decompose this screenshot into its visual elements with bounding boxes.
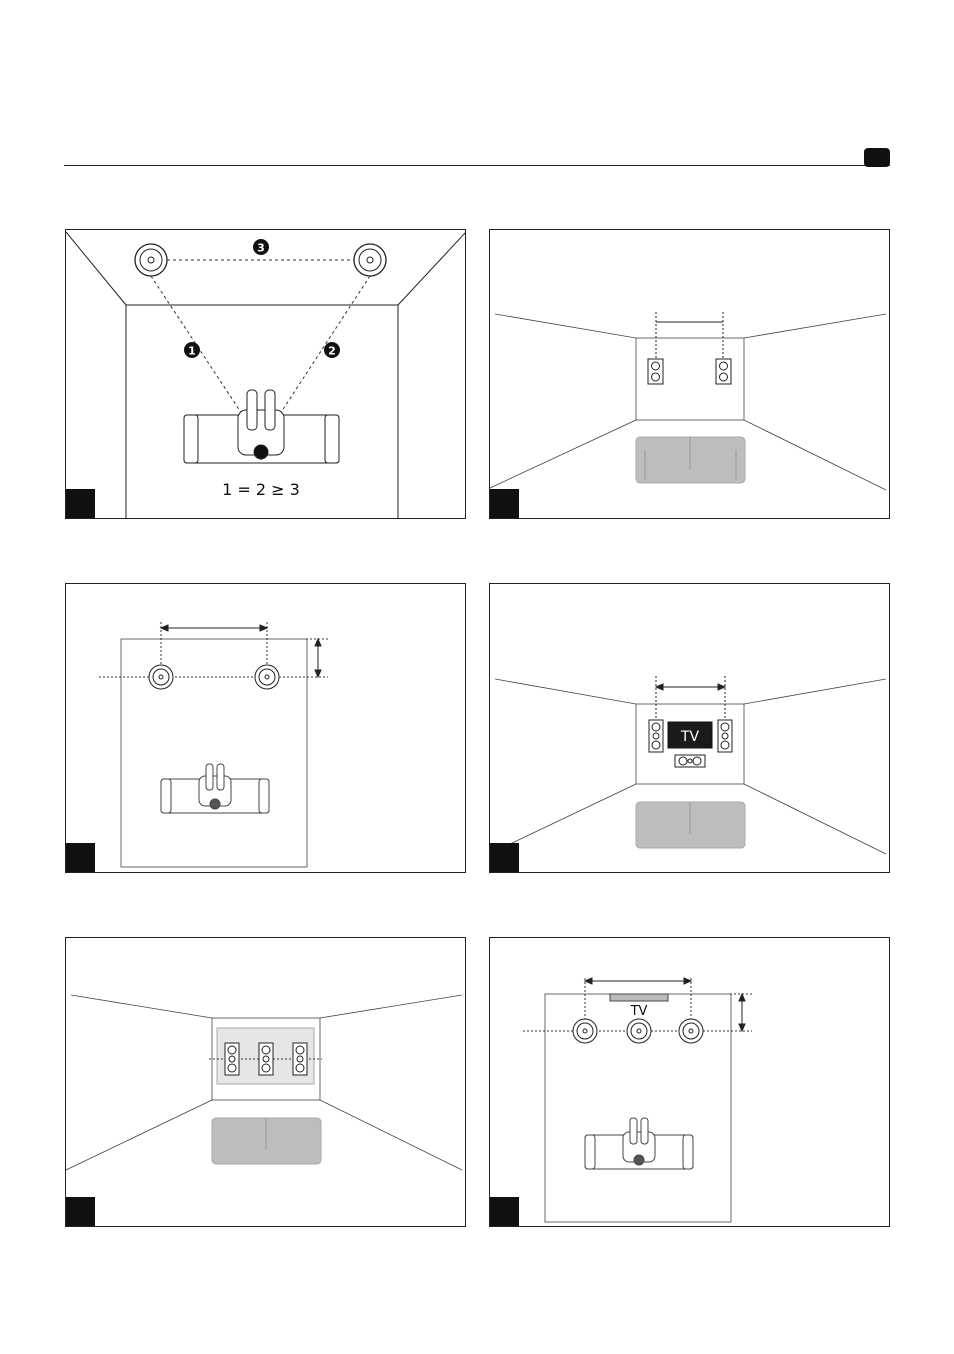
panel-front-stereo xyxy=(489,229,890,519)
header-rule xyxy=(64,165,890,166)
stereo-triangle-diagram: 3 1 2 1 = 2 ≥ 3 xyxy=(66,230,466,519)
sofa-icon xyxy=(636,802,745,848)
ceiling-tv-layout-diagram: TV xyxy=(490,938,890,1227)
panel-number-badge xyxy=(66,1197,95,1226)
marker-3-icon: 3 xyxy=(253,239,269,255)
marker-1-icon: 1 xyxy=(184,342,200,358)
front-stereo-diagram xyxy=(490,230,890,519)
right-speaker-icon xyxy=(354,244,386,276)
tv-icon: TV xyxy=(668,722,712,748)
panel-front-three-speakers xyxy=(65,937,466,1227)
front-tv-diagram: TV xyxy=(490,584,890,873)
right-speaker-icon xyxy=(716,359,731,384)
marker-2-label: 2 xyxy=(328,345,336,358)
left-ceiling-speaker-icon xyxy=(573,1019,597,1043)
front-three-speakers-diagram xyxy=(66,938,466,1227)
panel-number-badge xyxy=(490,1197,519,1226)
panel-front-tv: TV xyxy=(489,583,890,873)
right-ceiling-speaker-icon xyxy=(255,665,279,689)
distance-formula: 1 = 2 ≥ 3 xyxy=(222,480,300,499)
sofa-with-listener-icon xyxy=(184,390,339,463)
marker-2-icon: 2 xyxy=(324,342,340,358)
right-speaker-icon xyxy=(293,1043,307,1075)
panel-number-badge xyxy=(66,843,95,872)
right-ceiling-speaker-icon xyxy=(679,1019,703,1043)
panel-number-badge xyxy=(490,489,519,518)
sofa-icon xyxy=(636,437,745,483)
tv-icon xyxy=(610,994,668,1001)
sofa-with-listener-icon xyxy=(161,764,269,813)
left-speaker-icon xyxy=(648,359,663,384)
center-speaker-icon xyxy=(675,755,705,767)
center-ceiling-speaker-icon xyxy=(627,1019,651,1043)
panel-ceiling-tv-layout: TV xyxy=(489,937,890,1227)
ceiling-layout-diagram xyxy=(66,584,466,873)
panel-number-badge xyxy=(490,843,519,872)
tv-label: TV xyxy=(630,1004,648,1019)
right-speaker-icon xyxy=(718,720,732,752)
panel-ceiling-layout xyxy=(65,583,466,873)
marker-3-label: 3 xyxy=(257,242,265,255)
left-speaker-icon xyxy=(225,1043,239,1075)
panel-number-badge xyxy=(66,489,95,518)
page-tab-marker xyxy=(864,148,890,167)
left-speaker-icon xyxy=(135,244,167,276)
marker-1-label: 1 xyxy=(188,345,196,358)
left-ceiling-speaker-icon xyxy=(149,665,173,689)
sofa-with-listener-icon xyxy=(585,1118,693,1169)
panel-stereo-triangle: 3 1 2 1 = 2 ≥ 3 xyxy=(65,229,466,519)
sofa-icon xyxy=(212,1118,321,1164)
center-speaker-icon xyxy=(259,1043,273,1075)
left-speaker-icon xyxy=(649,720,663,752)
tv-label: TV xyxy=(680,729,700,745)
